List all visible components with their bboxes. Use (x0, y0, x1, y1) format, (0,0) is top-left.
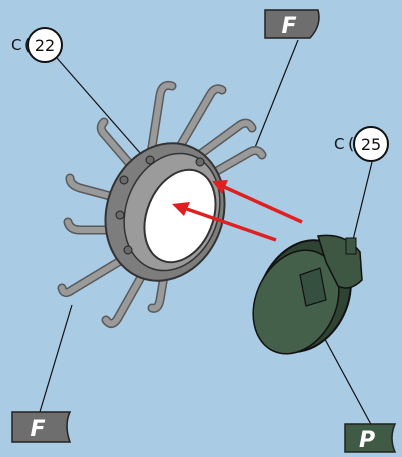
callout-c22-prefix: C (11, 36, 21, 54)
callout-c22: C ( 22 (11, 28, 62, 62)
leader-line-c25 (352, 162, 372, 244)
leader-line-c22 (57, 58, 148, 162)
callout-c25-prefix: C (334, 135, 344, 153)
leader-line-flag-bottom (40, 305, 72, 412)
flag-p: P (345, 424, 395, 453)
leader-line-flag-p (320, 330, 374, 430)
flag-f-top-letter: F (281, 14, 296, 39)
mic-pod (237, 225, 368, 368)
flag-f-bottom: F (12, 412, 70, 442)
leader-line-flag-top (254, 40, 298, 150)
callout-c22-number: 22 (35, 36, 55, 55)
flag-p-letter: P (359, 428, 375, 453)
callout-c25: C ( 25 (334, 127, 388, 161)
spider-mount (62, 85, 262, 323)
callout-c25-number: 25 (361, 135, 381, 154)
flag-f-bottom-letter: F (30, 417, 45, 442)
flag-f-top: F (265, 10, 319, 39)
